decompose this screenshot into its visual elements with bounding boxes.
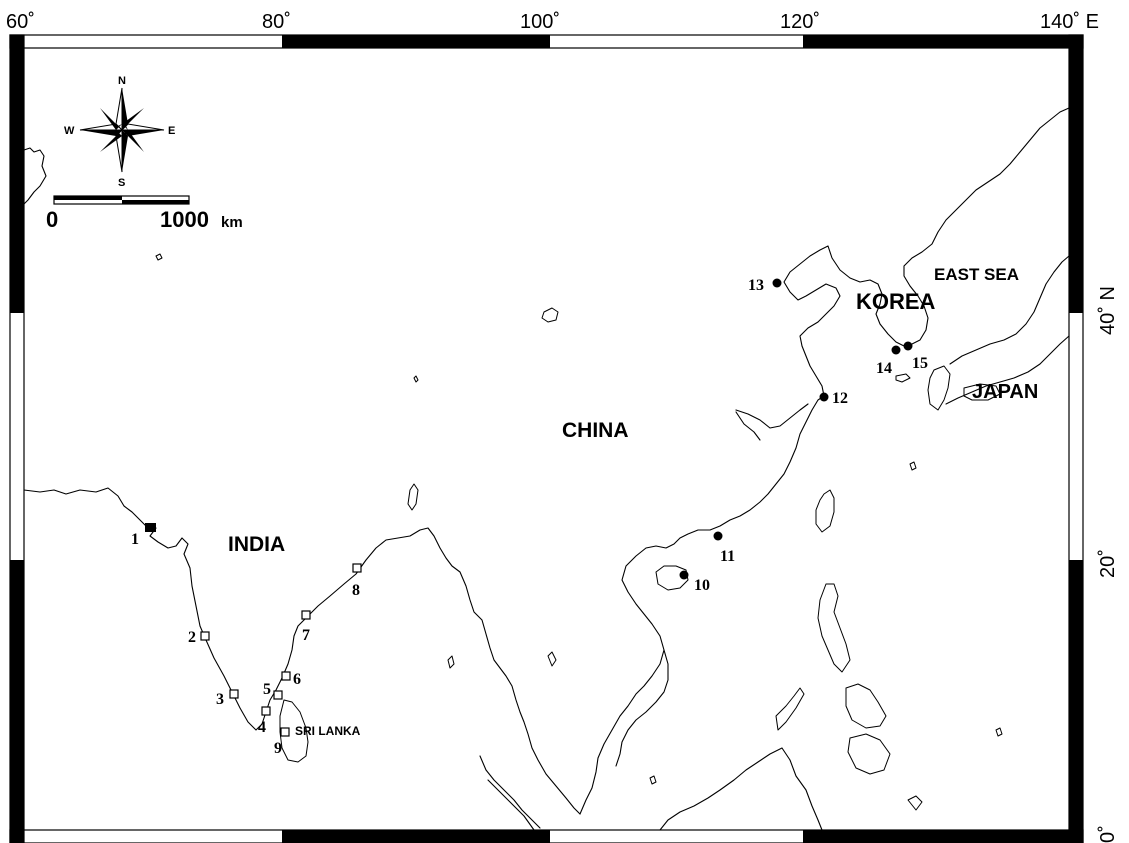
island-hainan: [655, 565, 689, 591]
site-marker-10[interactable]: [679, 570, 689, 580]
site-label-6: 6: [293, 671, 301, 688]
coastline-malay-peninsula: [479, 755, 541, 829]
site-label-13: 13: [748, 277, 764, 294]
compass-east: E: [168, 125, 175, 137]
site-marker-4[interactable]: [261, 706, 271, 716]
label-east-sea: EAST SEA: [934, 265, 1019, 284]
site-marker-12[interactable]: [819, 392, 829, 402]
site-label-8: 8: [352, 582, 360, 599]
lat-label-40: 40˚ N: [1097, 286, 1119, 335]
site-label-12: 12: [832, 390, 848, 407]
scale-end: 1000: [160, 207, 209, 232]
site-label-4: 4: [258, 719, 266, 736]
island-shikoku: [963, 383, 1001, 401]
scale-bar: 0 1000 km: [46, 195, 243, 232]
site-marker-11[interactable]: [713, 531, 723, 541]
lon-label-120: 120˚: [780, 11, 820, 33]
island-palawan: [775, 687, 805, 731]
island-mindanao: [847, 733, 891, 775]
site-labels: 1 2 3 4 5 6 7 8 9 10 11 12 13 14 15: [131, 277, 928, 757]
speck-4: [547, 651, 557, 667]
site-label-3: 3: [216, 691, 224, 708]
site-label-7: 7: [302, 627, 310, 644]
speck-3: [447, 655, 455, 669]
river-line: [735, 411, 761, 441]
site-label-1: 1: [131, 531, 139, 548]
lat-label-20: 20˚: [1097, 549, 1119, 578]
site-marker-14[interactable]: [891, 345, 901, 355]
compass-north: N: [118, 75, 126, 87]
coastline-borneo: [659, 747, 823, 831]
site-marker-1[interactable]: [145, 523, 156, 532]
scale-start: 0: [46, 207, 58, 232]
lon-label-140: 140˚ E: [1040, 11, 1099, 33]
site-label-15: 15: [912, 355, 928, 372]
site-marker-5[interactable]: [273, 690, 283, 700]
label-korea: KOREA: [856, 289, 936, 314]
site-markers: [145, 278, 913, 737]
island-kyushu: [927, 365, 951, 411]
site-marker-15[interactable]: [903, 341, 913, 351]
island-jeju: [895, 373, 911, 383]
site-label-9: 9: [274, 740, 282, 757]
speck-6: [995, 727, 1003, 737]
island-taiwan: [815, 489, 835, 533]
speck-7: [907, 795, 923, 811]
speck-2: [413, 375, 419, 383]
coastline-se-asia: [579, 107, 1070, 815]
compass-rose-icon: N S E W: [64, 75, 175, 189]
scale-unit: km: [221, 214, 243, 231]
site-label-5: 5: [263, 681, 271, 698]
coastlines: [23, 107, 1070, 831]
coastline-honshu: [949, 255, 1070, 365]
site-label-14: 14: [876, 360, 892, 377]
island-sri-lanka: [279, 699, 309, 763]
label-india: INDIA: [228, 533, 285, 556]
site-label-2: 2: [188, 629, 196, 646]
site-label-10: 10: [694, 577, 710, 594]
speck-8: [649, 775, 657, 785]
island-qinghai-lake: [541, 307, 559, 323]
lon-label-100: 100˚: [520, 11, 560, 33]
compass-south: S: [118, 177, 125, 189]
island-visayas: [845, 683, 887, 729]
island-luzon: [817, 583, 851, 673]
coastline-vietnam: [615, 649, 669, 767]
lon-label-60: 60˚: [6, 11, 35, 33]
site-marker-8[interactable]: [352, 563, 362, 573]
site-marker-7[interactable]: [301, 610, 311, 620]
label-japan: JAPAN: [972, 381, 1038, 403]
coastline-honshu-south: [945, 335, 1070, 405]
lat-label-0: 0˚: [1097, 825, 1119, 843]
top-axis-labels: 60˚ 80˚ 100˚ 120˚ 140˚ E: [6, 11, 1099, 33]
site-marker-13[interactable]: [772, 278, 782, 288]
speck-5: [909, 461, 917, 471]
site-marker-2[interactable]: [200, 631, 210, 641]
site-marker-3[interactable]: [229, 689, 239, 699]
region-labels: INDIA CHINA KOREA JAPAN EAST SEA SRI LAN…: [228, 265, 1038, 738]
map-frame: [9, 34, 1084, 843]
lon-label-80: 80˚: [262, 11, 291, 33]
site-marker-6[interactable]: [281, 671, 291, 681]
coastline-shandong: [735, 403, 809, 429]
label-china: CHINA: [562, 419, 629, 442]
coastline-sumatra: [487, 779, 535, 831]
site-marker-9[interactable]: [280, 727, 290, 737]
coastline-india: [23, 487, 581, 815]
island-tibet-lake: [407, 483, 419, 511]
label-sri-lanka: SRI LANKA: [295, 724, 361, 738]
site-label-11: 11: [720, 548, 735, 565]
coastline-iran: [23, 147, 47, 205]
compass-west: W: [64, 125, 75, 137]
speck-1: [155, 253, 163, 261]
right-axis-labels: 40˚ N 20˚ 0˚: [1097, 286, 1119, 843]
